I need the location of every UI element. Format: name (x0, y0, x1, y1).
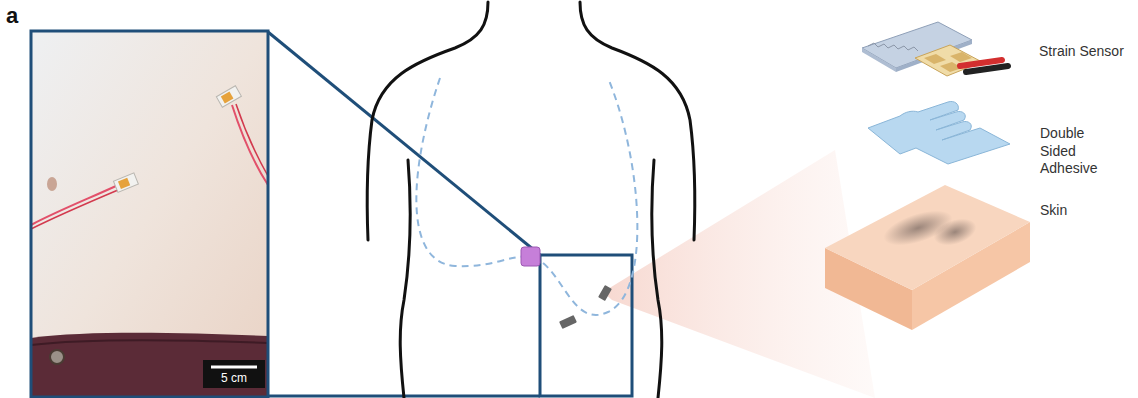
torso-outline (367, 2, 695, 398)
scale-label: 5 cm (203, 371, 265, 386)
rib-outline (416, 78, 637, 315)
part-label: Strain Sensor (1039, 43, 1134, 61)
adhesive-drawing (868, 101, 1010, 164)
scale-bar (203, 360, 265, 388)
device-square (521, 247, 540, 266)
part-label: Double Sided Adhesive (1040, 125, 1120, 178)
sensor-marker (598, 285, 612, 301)
zoom-frame (268, 32, 632, 396)
skin-block (825, 185, 1030, 330)
photo (31, 31, 268, 397)
panel-letter: a (6, 2, 36, 30)
sensor-marker (559, 315, 577, 329)
part-label: Skin (1040, 202, 1130, 220)
strain-sensor-drawing (862, 22, 1008, 76)
